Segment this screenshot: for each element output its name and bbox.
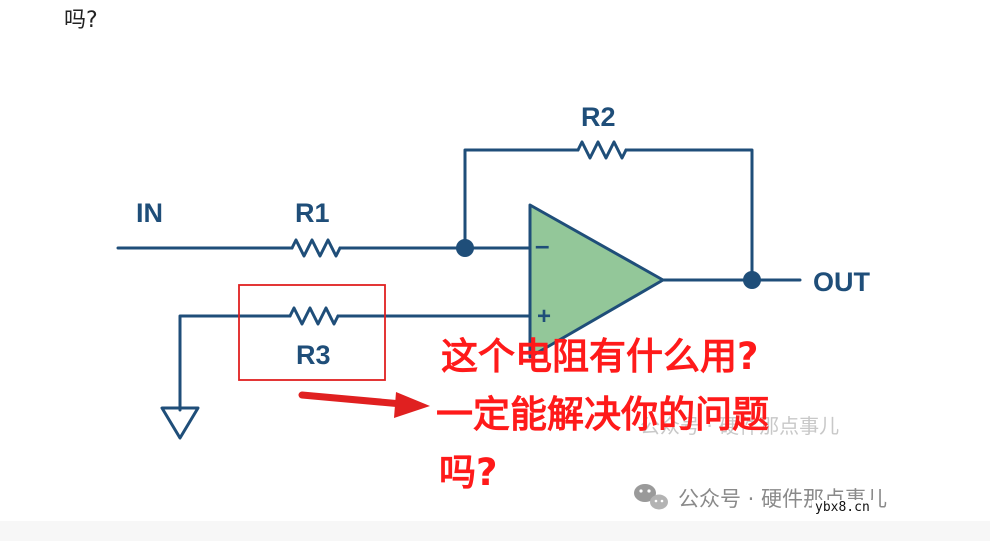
site-watermark: ybx8.cn (812, 500, 873, 515)
label-r3: R3 (296, 340, 331, 370)
highlight-box-r3 (238, 284, 386, 381)
resistor-r2 (576, 140, 628, 160)
annotation-line-2: 一定能解决你的问题 (436, 393, 769, 436)
annotation-line-1: 这个电阻有什么用? (441, 335, 758, 378)
arrow-head (394, 392, 430, 418)
resistor-r1 (290, 238, 342, 258)
op-amp (528, 203, 665, 359)
top-text: 吗? (64, 8, 98, 33)
ground-symbol (160, 406, 200, 440)
arrow-line (298, 391, 406, 408)
label-plus: + (537, 303, 551, 330)
junction-node-output (743, 271, 761, 289)
wire-feedback-right (624, 148, 754, 282)
label-r1: R1 (295, 198, 330, 228)
wire-feedback-left (463, 148, 580, 250)
resistor-r3 (288, 306, 340, 326)
label-minus: – (535, 230, 549, 260)
wechat-icon (634, 484, 668, 510)
label-out: OUT (813, 267, 871, 297)
label-in: IN (136, 198, 163, 228)
bottom-strip (0, 521, 990, 541)
watermark-ghost: 公众号 · 硬件那点事儿 (640, 414, 839, 438)
junction-node-minus (456, 239, 474, 257)
label-r2: R2 (581, 102, 616, 132)
annotation-line-3: 吗? (439, 451, 497, 494)
wire-ground (178, 314, 292, 412)
